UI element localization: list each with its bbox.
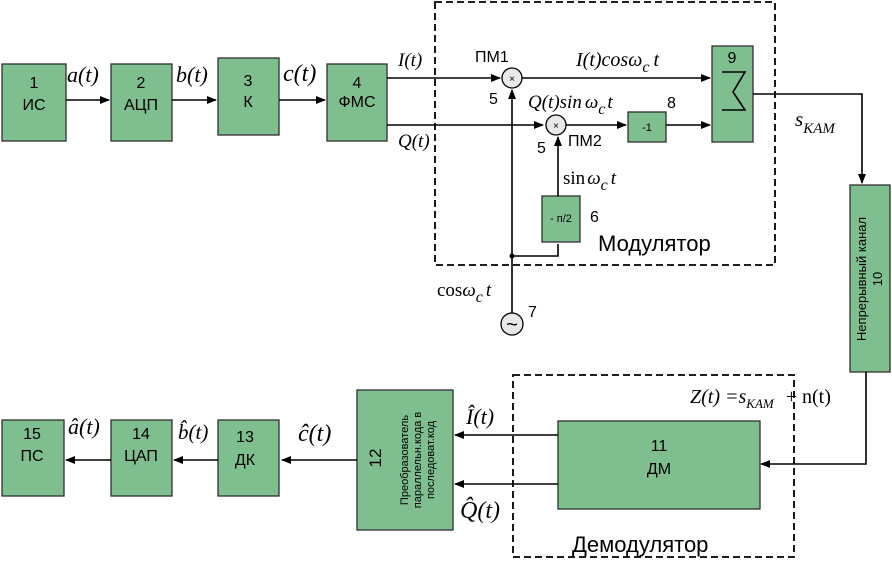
block-13-label: ДК — [235, 452, 256, 469]
mixer-pm1-number: 5 — [489, 91, 498, 108]
block-8-number: 8 — [667, 95, 676, 112]
block-15-number: 15 — [23, 426, 41, 443]
mixer-pm2-label: ПМ2 — [568, 133, 602, 150]
signal-a-hat: â(t) — [68, 414, 100, 439]
modulator-label: Модулятор — [598, 231, 711, 256]
block-8-label: -1 — [642, 122, 652, 134]
block-3-label: К — [243, 94, 253, 111]
block-2: 2 АЦП — [110, 63, 173, 142]
block-1-label: ИС — [22, 97, 45, 114]
block-11-label: ДМ — [647, 461, 671, 478]
block-10-number: 10 — [870, 272, 885, 286]
block-13-number: 13 — [236, 429, 254, 446]
block-4-label: ФМС — [338, 94, 375, 111]
signal-a: a(t) — [67, 62, 99, 87]
signal-c-hat: ĉ(t) — [298, 421, 331, 447]
block-6-label: - п/2 — [550, 213, 572, 225]
block-12-label-line1: Преобразователь — [399, 415, 411, 505]
sine-wave-icon: ~ — [506, 314, 518, 336]
block-2-label: АЦП — [124, 97, 158, 114]
block-2-number: 2 — [137, 75, 146, 92]
signal-q-hat: Q̂(t) — [460, 497, 500, 524]
block-12-label-line3: последоват.код — [425, 420, 437, 499]
block-15-label: ПС — [20, 448, 43, 465]
mixer-pm2: × ПМ2 5 — [537, 114, 602, 157]
block-12-label-line2: параллельн.кода в — [412, 412, 424, 509]
block-12-number: 12 — [366, 449, 385, 468]
mixer-pm2-symbol: × — [553, 121, 559, 132]
block-13: 13 ДК — [217, 419, 280, 497]
mixer-pm1-symbol: × — [509, 74, 515, 85]
arrow-channel-to-dm — [760, 372, 867, 468]
demodulator-label: Демодулятор — [572, 532, 708, 557]
block-9-number: 9 — [728, 50, 737, 67]
mixer-pm2-number: 5 — [537, 140, 546, 157]
signal-c: c(t) — [283, 61, 316, 87]
oscillator-number: 7 — [528, 304, 537, 321]
block-10-channel: Непрерывный канал 10 — [849, 184, 891, 373]
modulator-region — [434, 1, 776, 266]
signal-q: Q(t) — [398, 131, 430, 152]
block-11-demodulator: 11 ДМ — [557, 420, 761, 510]
block-14: 14 ЦАП — [110, 419, 173, 497]
block-9-summator: 9 — [711, 45, 754, 143]
block-1: 1 ИС — [1, 63, 67, 142]
block-14-label: ЦАП — [124, 448, 158, 465]
block-15: 15 ПС — [1, 419, 65, 497]
signal-i: I(t) — [397, 50, 422, 71]
signal-z: Z(t) =sKAM+ n(t) — [690, 386, 831, 411]
oscillator-7: ~ 7 — [500, 304, 537, 336]
arrow-sum-to-channel — [753, 93, 866, 184]
block-8: -1 8 — [627, 95, 676, 143]
block-6-phase-shifter: - п/2 6 — [541, 195, 599, 243]
signal-i-hat: Î(t) — [465, 404, 494, 429]
block-3: 3 К — [217, 57, 280, 136]
block-1-number: 1 — [30, 75, 39, 92]
signal-b: b(t) — [176, 62, 208, 87]
mixer-pm1-label: ПМ1 — [475, 49, 509, 66]
block-14-number: 14 — [132, 426, 150, 443]
mixer-pm1: × ПМ1 5 — [475, 49, 523, 108]
block-4: 4 ФМС — [326, 63, 388, 142]
block-12-converter: 12 Преобразователь параллельн.кода в пос… — [356, 389, 454, 531]
block-10-label: Непрерывный канал — [854, 217, 869, 341]
signal-b-hat: b̂(t) — [178, 420, 208, 444]
sum-icon — [722, 71, 747, 111]
block-6-number: 6 — [590, 209, 599, 226]
block-4-number: 4 — [353, 75, 362, 92]
line-osc-to-6 — [512, 244, 559, 257]
signal-skam: sKAM — [795, 107, 836, 137]
block-3-number: 3 — [244, 73, 253, 90]
block-11-number: 11 — [651, 438, 668, 455]
